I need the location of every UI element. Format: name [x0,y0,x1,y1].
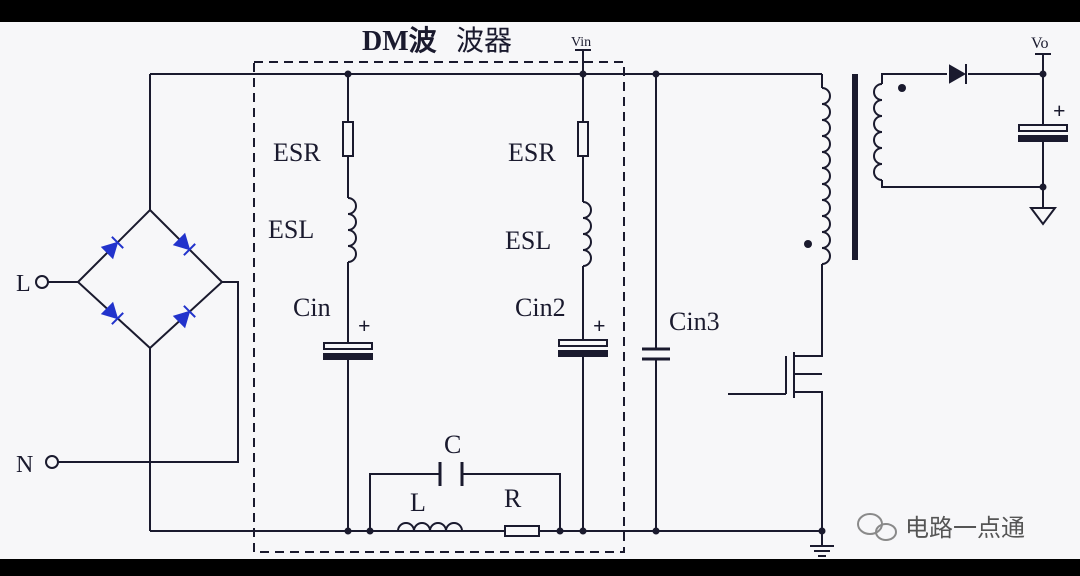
junction [579,527,587,535]
out-cap-plate-top [1018,124,1068,132]
junction [556,527,564,535]
output-ground [1029,207,1057,226]
bridge-diode-3 [100,301,124,325]
canvas-background [0,22,1080,559]
cin3-label: Cin3 [669,307,720,336]
junction [579,70,587,78]
dm-filter-box [253,61,625,553]
r-label: R [504,484,522,513]
top-black-bar [0,0,1080,22]
secondary-bottom-wire [881,180,1043,188]
cin2-plate-top [558,339,608,347]
esr2-label: ESR [508,138,556,167]
neutral-terminal-label: N [16,452,33,478]
junction [1039,70,1047,78]
secondary-top-wire [881,73,902,84]
junction [366,527,374,535]
watermark-text: 电路一点通 [905,514,1025,542]
damping-left-wire [369,473,440,531]
cin-plate-bottom [323,353,373,360]
title-rest: 波器 [456,24,512,57]
cin-plate-top [323,342,373,350]
line-terminal [35,275,49,289]
damping-right-wire [462,473,561,531]
damping-inductor [397,522,463,532]
vin-label: Vin [571,35,591,50]
cin-label: Cin [293,293,331,322]
out-cap-plus: + [1053,98,1066,123]
out-cap-plate-bottom [1018,135,1068,142]
primary-winding [821,87,831,265]
junction [652,527,660,535]
junction [344,70,352,78]
wechat-icon-small [875,523,897,541]
cin2-plus: + [593,313,606,338]
bridge-diode-1 [100,236,124,260]
line-terminal-label: L [16,271,31,297]
esl1-label: ESL [268,215,314,244]
polarity-dot-secondary [898,84,906,92]
cin-plus: + [358,313,371,338]
title-bold: DM波 [362,25,438,57]
vo-label: Vo [1031,35,1049,52]
bridge-outline [76,208,224,350]
esl2-inductor [582,201,592,267]
damping-resistor [504,525,540,537]
bridge-diode-4 [172,305,196,329]
bottom-black-bar [0,559,1080,576]
watermark [857,513,897,541]
neutral-terminal [45,455,59,469]
esl1-inductor [347,197,357,263]
secondary-winding [873,83,883,181]
bridge-diode-2 [172,232,196,256]
cin2-label: Cin2 [515,293,566,322]
cin2-plate-bottom [558,350,608,357]
polarity-dot-primary [804,240,812,248]
source-lead [794,391,823,531]
l-label: L [410,488,426,517]
drain-lead [794,344,823,357]
junction [818,527,826,535]
neutral-input-wire [58,281,239,463]
esr1-label: ESR [273,138,321,167]
esl2-label: ESL [505,226,551,255]
junction [344,527,352,535]
c-label: C [444,430,461,459]
junction [1039,183,1047,191]
junction [652,70,660,78]
transformer-core [852,74,858,260]
output-diode [949,64,967,84]
